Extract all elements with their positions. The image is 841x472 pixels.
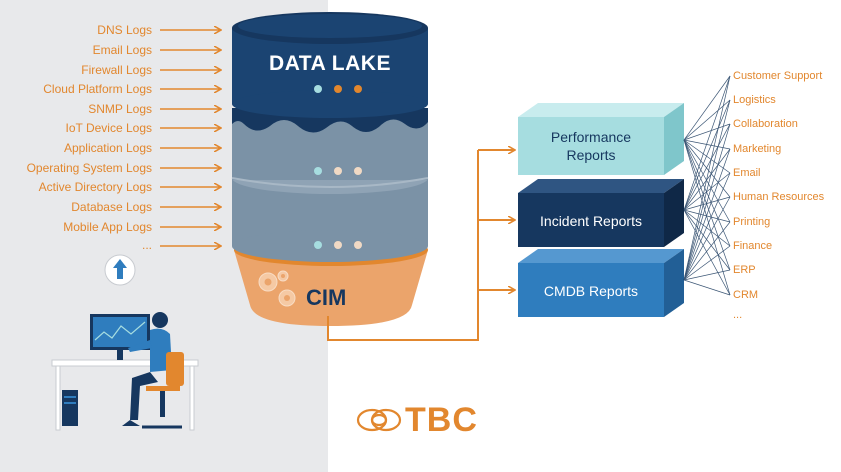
destination-label: ... (733, 309, 743, 321)
log-source-label: ... (141, 238, 152, 252)
performance-reports-line1: Performance (550, 129, 632, 145)
gear-icon-holes (264, 274, 290, 301)
dot-indicators-bottom (314, 241, 362, 249)
log-arrows (160, 30, 220, 246)
incident-reports-box (518, 179, 684, 247)
destination-label: Human Resources (733, 191, 825, 203)
report-connector (327, 150, 514, 341)
dot-indicators-middle (314, 167, 362, 175)
log-source-label: Firewall Logs (81, 63, 152, 77)
log-source-label: Application Logs (63, 141, 152, 155)
cmdb-reports-label: CMDB Reports (543, 283, 639, 299)
destination-label: Printing (733, 216, 771, 228)
destination-label: Finance (733, 240, 773, 252)
analyst-at-desk-illustration (51, 312, 199, 431)
log-source-label: Database Logs (71, 200, 152, 214)
destination-label: CRM (733, 289, 759, 301)
data-lake-title: DATA LAKE (269, 52, 391, 75)
log-source-label: Cloud Platform Logs (43, 82, 152, 96)
destination-label: Marketing (733, 143, 782, 155)
cim-label: CIM (306, 285, 347, 310)
log-source-label: Mobile App Logs (63, 220, 152, 234)
tbc-logo-icon (356, 408, 402, 432)
upload-icon (104, 254, 136, 286)
destination-label: Logistics (733, 94, 776, 106)
destination-label: Email (733, 167, 761, 179)
performance-reports-label: Performance Reports (518, 128, 664, 164)
destination-fan-lines (683, 75, 731, 296)
log-source-label: IoT Device Logs (65, 121, 153, 135)
destination-label: Customer Support (733, 70, 823, 82)
cmdb-reports-box (518, 249, 684, 317)
dot-indicators-top (314, 85, 362, 93)
log-source-label: DNS Logs (97, 23, 152, 37)
tbc-logo-text: TBC (405, 401, 478, 439)
destination-label: Collaboration (733, 118, 798, 130)
log-source-label: Email Logs (92, 43, 152, 57)
incident-reports-label: Incident Reports (540, 213, 642, 229)
log-source-label: SNMP Logs (88, 102, 152, 116)
log-source-label: Active Directory Logs (38, 180, 152, 194)
log-source-label: Operating System Logs (26, 161, 152, 175)
destination-label: ERP (733, 264, 756, 276)
gear-icon (258, 270, 296, 307)
data-lake-cylinder (231, 12, 429, 262)
performance-reports-line2: Reports (566, 147, 616, 163)
performance-reports-box (518, 103, 684, 175)
